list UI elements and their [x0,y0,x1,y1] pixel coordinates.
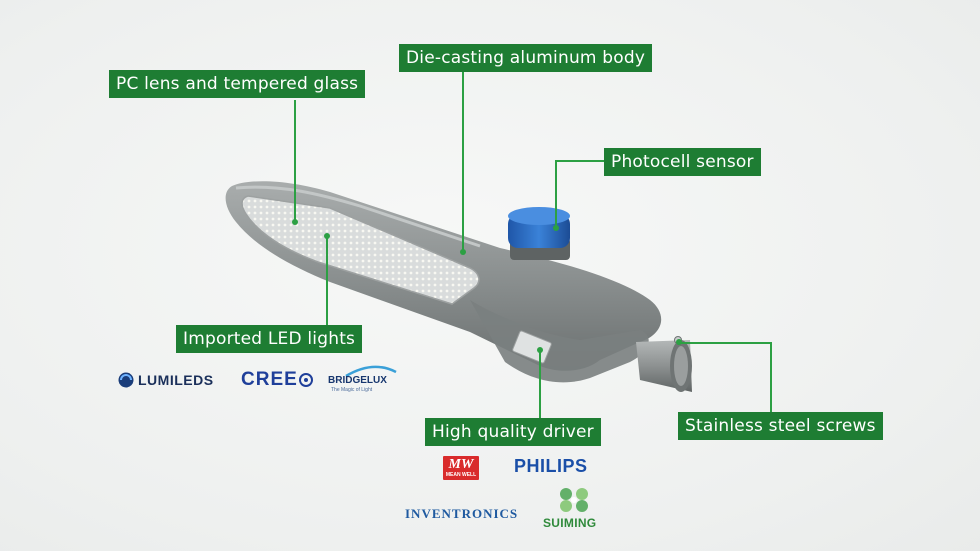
screws-label: Stainless steel screws [678,412,883,440]
suiming-text: SUIMING [543,516,597,530]
lumileds-logo: LUMILEDS [118,372,214,388]
pc-lens-dot [292,219,298,225]
cree-text: CREE [241,369,298,390]
cree-logo: CREE [241,369,313,391]
imported-led-dot [324,233,330,239]
bridgelux-arc-icon [345,365,397,378]
screws-dot [676,339,682,345]
pc-lens-leader [294,100,296,222]
photocell-dot [553,225,559,231]
imported-led-label: Imported LED lights [176,325,363,353]
driver-dot [537,347,543,353]
meanwell-logo: MW MEAN WELL [443,456,479,480]
suiming-logo: SUIMING [543,486,609,532]
meanwell-mark: MW [448,457,474,472]
suiming-mark-icon [560,488,588,512]
lumileds-text: LUMILEDS [138,372,214,388]
inventronics-logo: INVENTRONICS [405,506,519,521]
driver-leader [539,350,541,418]
photocell-label: Photocell sensor [604,148,761,176]
photocell-leader-v [555,160,557,228]
imported-led-leader [326,236,328,326]
die-casting-dot [460,249,466,255]
bridgelux-tagline: The Magic of Light [331,387,373,393]
die-casting-label: Die-casting aluminum body [399,44,653,72]
bridgelux-logo: BRIDGELUX The Magic of Light [328,362,398,396]
lumileds-mark-icon [118,372,134,388]
screws-leader-v [770,342,772,414]
cree-mark-icon [298,373,313,387]
photocell-leader-h [555,160,605,162]
driver-label: High quality driver [425,418,601,446]
bridgelux-text: BRIDGELUX [328,375,387,386]
pc-lens-label: PC lens and tempered glass [109,70,366,98]
meanwell-text: MEAN WELL [445,472,477,478]
led-panel [241,195,480,305]
screws-leader-h [680,342,772,344]
die-casting-leader [462,70,464,252]
philips-logo: PHILIPS [514,456,588,476]
